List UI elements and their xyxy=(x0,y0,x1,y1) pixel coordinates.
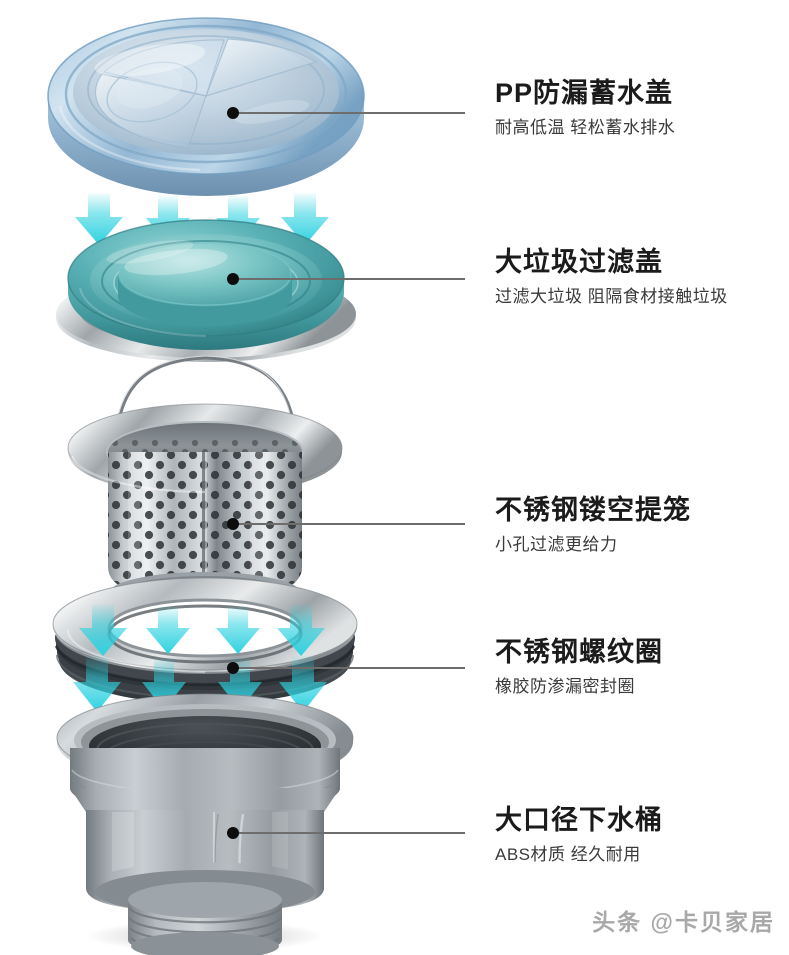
flow-arrows-gap-4 xyxy=(73,656,327,712)
callout-title-steel-basket: 不锈钢镂空提笼 xyxy=(495,495,691,525)
callout-subtitle-pp-lid: 耐高低温 轻松蓄水排水 xyxy=(495,118,676,138)
watermark: 头条 @卡贝家居 xyxy=(592,909,775,935)
callout-title-threaded-ring: 不锈钢螺纹圈 xyxy=(495,637,663,667)
part-drain-bucket xyxy=(56,693,354,955)
callout-pp-lid: PP防漏蓄水盖 耐高低温 轻松蓄水排水 xyxy=(495,78,675,138)
flow-arrows-gap-3 xyxy=(79,604,325,656)
callout-title-filter-cover: 大垃圾过滤盖 xyxy=(495,247,663,277)
callout-title-drain-bucket: 大口径下水桶 xyxy=(495,805,663,835)
callout-subtitle-threaded-ring: 橡胶防渗漏密封圈 xyxy=(495,677,635,697)
callout-steel-basket: 不锈钢镂空提笼 小孔过滤更给力 xyxy=(495,495,691,555)
leader-line-pp-lid xyxy=(227,107,465,119)
leader-line-steel-basket xyxy=(227,518,465,530)
callout-drain-bucket: 大口径下水桶 ABS材质 经久耐用 xyxy=(495,805,663,865)
callout-filter-cover: 大垃圾过滤盖 过滤大垃圾 阻隔食材接触垃圾 xyxy=(495,247,728,307)
leader-line-filter-cover xyxy=(227,273,465,285)
callout-title-pp-lid: PP防漏蓄水盖 xyxy=(495,78,674,108)
part-pp-lid xyxy=(47,17,365,196)
part-filter-cover xyxy=(56,219,356,362)
flow-arrows-gap-1 xyxy=(75,193,329,245)
callout-threaded-ring: 不锈钢螺纹圈 橡胶防渗漏密封圈 xyxy=(495,637,663,697)
leader-line-drain-bucket xyxy=(227,827,465,839)
callout-subtitle-filter-cover: 过滤大垃圾 阻隔食材接触垃圾 xyxy=(495,287,728,307)
callout-subtitle-drain-bucket: ABS材质 经久耐用 xyxy=(495,845,641,865)
leader-line-threaded-ring xyxy=(227,662,465,674)
callout-subtitle-steel-basket: 小孔过滤更给力 xyxy=(495,535,618,555)
